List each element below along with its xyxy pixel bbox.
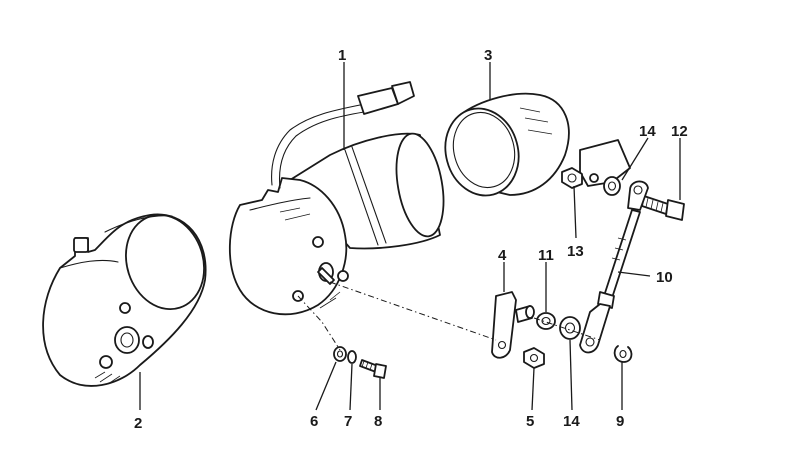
callout-11: 11 [538,247,554,264]
bolt-part-12 [641,195,685,221]
leader-lines [139,62,681,411]
callout-3: 3 [484,47,492,64]
callout-14-top: 14 [639,123,656,140]
crank-plate-part-4 [491,291,535,359]
assembly-axis-lines [297,281,601,351]
bushing-part-14-top [603,176,621,196]
callout-5: 5 [526,413,534,430]
callout-9: 9 [616,413,624,430]
washer-part-6 [333,346,347,362]
gearbox-cover-part-2 [42,213,207,387]
callout-14-bottom: 14 [563,413,580,430]
bushing-part-14-bottom [559,316,581,340]
callout-12: 12 [671,123,688,140]
linkage-rod-part-10 [579,180,649,354]
lock-washer-part-7 [347,350,357,364]
callout-2: 2 [134,415,142,432]
callout-6: 6 [310,413,318,430]
wiper-motor-part-1 [228,81,445,316]
screw-part-8 [359,359,387,379]
washer-part-11 [536,312,556,330]
callout-13: 13 [567,243,584,260]
callout-7: 7 [344,413,352,430]
callout-10: 10 [656,269,673,286]
callout-8: 8 [374,413,382,430]
nut-part-13 [561,167,583,189]
nut-part-5 [523,347,545,369]
callout-labels: 1 2 3 4 5 6 7 8 9 10 11 12 13 14 14 [134,47,688,432]
cover-part-3 [444,92,570,197]
circlip-part-9 [613,345,633,363]
callout-1: 1 [338,47,346,64]
callout-4: 4 [498,247,507,264]
